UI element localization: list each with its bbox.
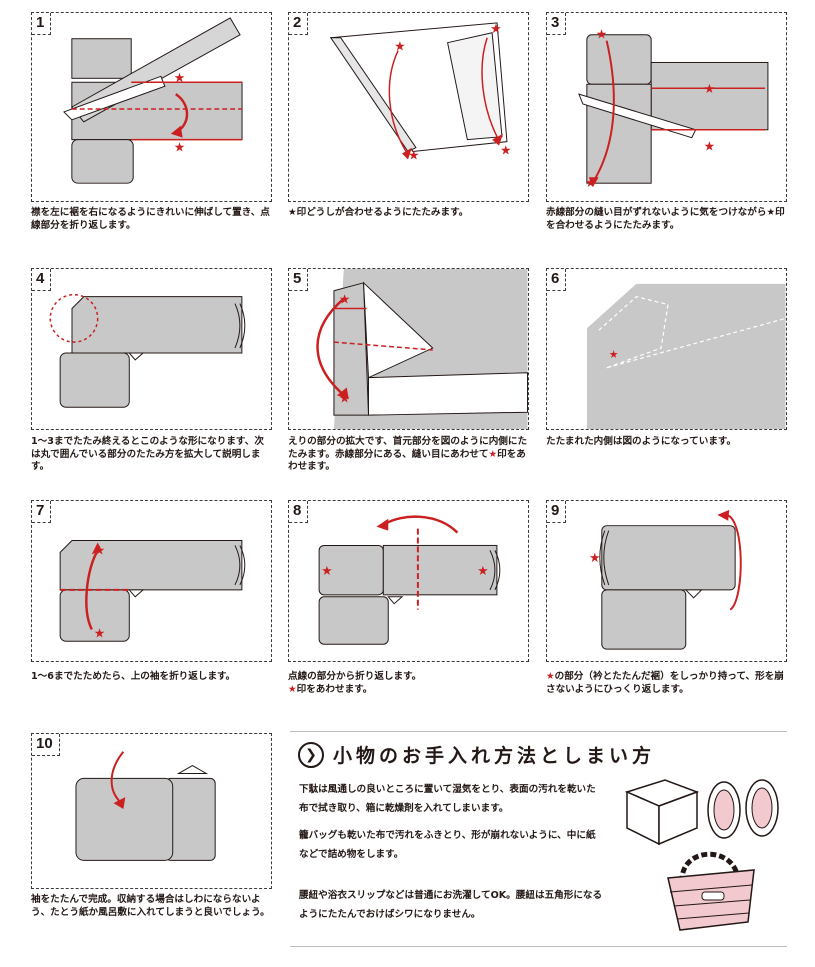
svg-text:★: ★ xyxy=(490,22,502,37)
step-number: 4 xyxy=(32,269,52,291)
svg-text:★: ★ xyxy=(408,148,420,163)
step-7-illustration: ★ ★ xyxy=(59,540,246,642)
step-10-panel: 10 xyxy=(31,733,272,889)
step-5-panel: 5 ★ ★ xyxy=(288,268,529,430)
step-5-caption-text: えりの部分の拡大です、首元部分を図のように内側にたたみます。赤線部分にある、縫い… xyxy=(288,436,528,460)
step-6-caption: たたまれた内側は図のようになっています。 xyxy=(546,436,737,447)
svg-text:★: ★ xyxy=(174,141,186,156)
step-8-caption-text: 点線の部分から折り返します。 xyxy=(288,671,422,682)
step-6-panel: 6 ★ xyxy=(546,268,787,430)
step-9-illustration: ★ xyxy=(589,509,742,650)
svg-text:★: ★ xyxy=(596,28,608,43)
step-1-panel: 1 ★ ★ xyxy=(31,12,272,202)
step-8-caption-text-end: 印をあわせます。 xyxy=(296,683,373,695)
svg-text:★: ★ xyxy=(339,293,351,308)
step-8-caption: 点線の部分から折り返します。★印をあわせます。 xyxy=(288,671,529,696)
basket-bag-illustration xyxy=(667,851,755,931)
step-number: 1 xyxy=(32,13,52,35)
step-4-caption: 1〜3までたたみ終えるとこのような形になります、次は丸で囲んでいる部分のたたみ方… xyxy=(31,436,264,472)
star-icon: ★ xyxy=(288,683,297,695)
step-4-illustration xyxy=(49,293,246,408)
step-4-panel: 4 xyxy=(31,268,272,430)
svg-text:★: ★ xyxy=(609,348,619,361)
step-2-caption: ★印どうしが合わせるようにたたみます。 xyxy=(288,207,469,218)
care-paragraph-himo: 腰紐や浴衣スリップなどは普通にお洗濯してOK。腰紐は五角形になるようにたたんでお… xyxy=(299,890,603,920)
step-3-illustration: ★ ★ ★ ★ xyxy=(578,28,769,191)
svg-text:★: ★ xyxy=(477,564,489,579)
step-8-illustration: ★ ★ xyxy=(318,515,501,645)
step-9-caption: ★の部分（衿とたたんだ裾）をしっかり持って、形を崩さないようにひっくり返します。 xyxy=(546,671,787,696)
care-paragraph-basket: 籠バッグも乾いた布で汚れをふきとり、形が崩れないように、中に紙などで詰め物をしま… xyxy=(299,830,596,860)
step-5-caption: えりの部分の拡大です、首元部分を図のように内側にたたみます。赤線部分にある、縫い… xyxy=(288,436,529,474)
star-icon: ★ xyxy=(488,448,498,460)
step-10-illustration xyxy=(75,751,216,861)
svg-text:★: ★ xyxy=(589,551,601,566)
step-1-illustration: ★ ★ xyxy=(63,17,243,184)
step-7-panel: 7 ★ ★ xyxy=(31,500,272,662)
box-illustration xyxy=(624,779,700,846)
step-10-caption: 袖をたたんで完成。収納する場合はしわにならないよう、たとう紙か風呂敷に入れてしま… xyxy=(31,894,270,918)
step-number: 5 xyxy=(289,269,309,291)
step-number: 2 xyxy=(289,13,309,35)
svg-text:★: ★ xyxy=(94,626,106,641)
care-paragraph-geta: 下駄は風通しの良いところに置いて湿気をとり、表面の汚れを乾いた布で拭き取り、箱に… xyxy=(299,784,596,814)
step-5-caption-text-end: 印をあわせます。 xyxy=(288,448,526,473)
chevron-right-circle-icon: ❯ xyxy=(298,741,324,768)
svg-text:★: ★ xyxy=(394,40,406,55)
step-7-caption: 1〜6までたためたら、上の袖を折り返します。 xyxy=(31,671,236,682)
svg-text:★: ★ xyxy=(500,143,512,158)
step-number: 8 xyxy=(289,501,309,523)
step-2-panel: 2 ★ ★ ★ ★ xyxy=(288,12,529,202)
step-number: 9 xyxy=(547,501,567,523)
step-5-illustration: ★ ★ xyxy=(316,269,528,429)
step-number: 10 xyxy=(32,734,60,756)
section-title: 小物のお手入れ方法としまい方 xyxy=(333,745,656,767)
svg-text:★: ★ xyxy=(174,71,186,86)
step-3-caption: 赤線部分の縫い目がずれないように気をつけながら★印を合わせるようにたたみます。 xyxy=(546,207,785,231)
star-icon: ★ xyxy=(546,671,555,682)
step-1-caption: 襟を左に裾を右になるようにきれいに伸ばして置き、点線部分を折り返します。 xyxy=(31,207,270,231)
step-number: 6 xyxy=(547,269,567,291)
step-8-panel: 8 ★ ★ xyxy=(288,500,529,662)
section-bottom-rule xyxy=(290,946,787,947)
svg-text:★: ★ xyxy=(704,140,716,155)
svg-text:★: ★ xyxy=(339,391,351,406)
step-number: 7 xyxy=(32,501,52,523)
step-9-panel: 9 ★ xyxy=(546,500,787,662)
step-number: 3 xyxy=(547,13,567,35)
section-top-rule xyxy=(290,731,787,732)
section-heading: ❯ 小物のお手入れ方法としまい方 xyxy=(298,741,655,768)
geta-sandals-illustration xyxy=(707,779,779,839)
step-6-illustration: ★ xyxy=(586,283,786,429)
svg-text:★: ★ xyxy=(94,543,106,558)
step-2-illustration: ★ ★ ★ ★ xyxy=(329,22,512,163)
svg-text:★: ★ xyxy=(585,176,597,191)
step-9-caption-text: の部分（衿とたたんだ裾）をしっかり持って、形を崩さないようにひっくり返します。 xyxy=(546,671,784,695)
svg-text:★: ★ xyxy=(704,82,716,97)
step-3-panel: 3 ★ ★ ★ ★ xyxy=(546,12,787,202)
svg-text:★: ★ xyxy=(321,564,333,579)
